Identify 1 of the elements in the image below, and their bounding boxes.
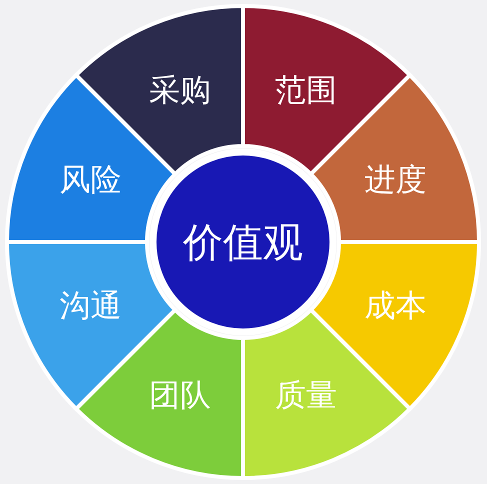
center-circle: 价值观: [150, 148, 336, 336]
